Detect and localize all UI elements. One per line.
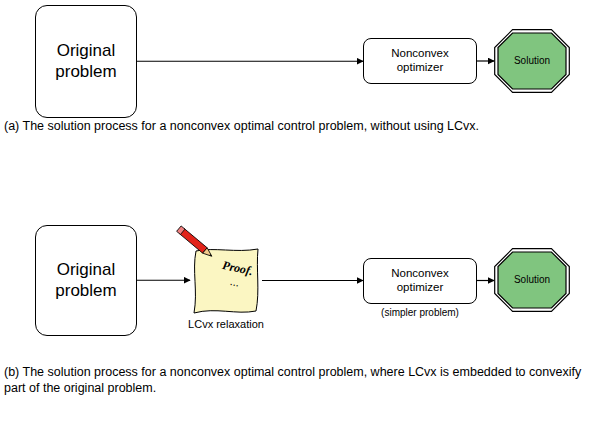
subfigure-caption: (b) The solution process for a nonconvex… — [4, 364, 604, 397]
box-outline: Original problem — [35, 5, 137, 118]
node-text: Nonconvex optimizer — [370, 267, 470, 295]
process-box: Nonconvex optimizer — [363, 38, 477, 84]
stop-octagon: Solution — [494, 248, 570, 312]
octagon-area: Solution — [494, 248, 570, 312]
process-box: Nonconvex optimizer(simpler problem) — [363, 258, 477, 304]
node-text: Original problem — [42, 41, 130, 82]
paper-illustration — [190, 245, 262, 315]
node-text: Solution — [514, 55, 550, 67]
arrow-connector — [477, 280, 494, 281]
pencil-eraser — [177, 226, 185, 235]
octagon-outer — [495, 249, 570, 312]
process-box: Original problem — [35, 5, 137, 118]
octagon-inner — [498, 252, 566, 308]
arrow-connector — [137, 280, 190, 281]
pencil-body — [180, 229, 207, 254]
arrow-connector — [477, 60, 494, 61]
box-outline: Nonconvex optimizer — [363, 38, 477, 84]
pencil-tip — [203, 248, 214, 259]
octagon-area: Solution — [494, 29, 570, 93]
paper-text: ... — [229, 275, 241, 290]
octagon-inner — [498, 33, 566, 89]
octagon-outer — [495, 30, 570, 93]
subfigure-caption: (a) The solution process for a nonconvex… — [4, 118, 604, 134]
pencil-symbol — [177, 226, 214, 259]
process-box: Original problem — [35, 225, 137, 336]
proof-paper: Proof....LCvx relaxation — [190, 245, 262, 315]
node-caption: LCvx relaxation — [180, 318, 272, 332]
paper-area: Proof.... — [184, 238, 269, 321]
node-note: (simpler problem) — [323, 307, 517, 318]
node-text: Nonconvex optimizer — [370, 47, 470, 75]
pencil-lead — [209, 254, 212, 257]
node-text: Solution — [514, 274, 550, 286]
arrow-connector — [262, 280, 363, 281]
paper-sheet — [194, 249, 258, 313]
arrow-connector — [137, 61, 363, 62]
node-text: Original problem — [42, 260, 130, 301]
stop-octagon: Solution — [494, 29, 570, 93]
box-outline: Nonconvex optimizer — [363, 258, 477, 304]
box-outline: Original problem — [35, 225, 137, 336]
